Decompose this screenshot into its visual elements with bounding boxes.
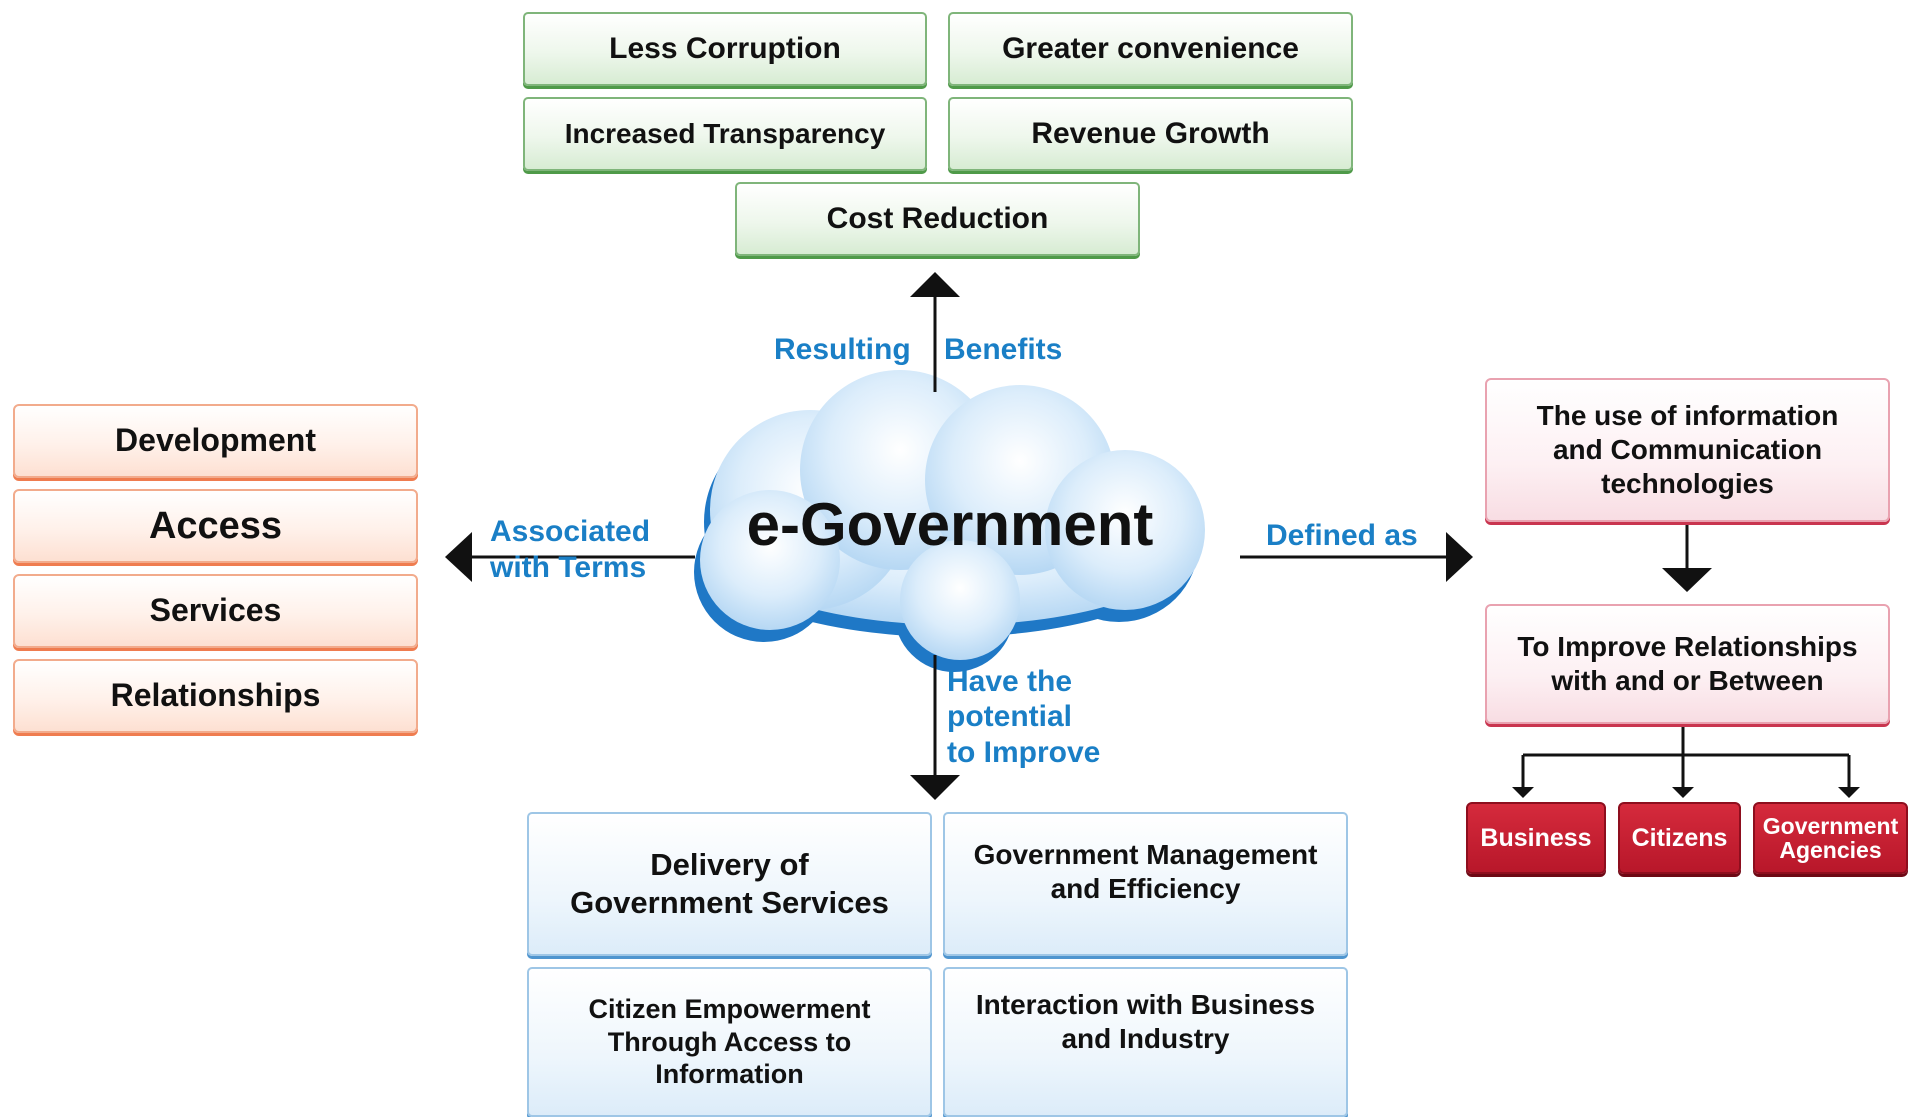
center-title: e-Government bbox=[746, 491, 1154, 558]
benefit-cost-reduction: Cost Reduction bbox=[735, 182, 1140, 256]
arrow-up-icon bbox=[910, 272, 960, 297]
benefit-revenue-growth: Revenue Growth bbox=[948, 97, 1353, 171]
improve-label: Have the potential to Improve bbox=[947, 665, 1101, 769]
improve-citizen-empowerment: Citizen Empowerment Through Access to In… bbox=[527, 967, 932, 1117]
arrow-right-icon bbox=[1446, 532, 1473, 582]
improve-business-interaction: Interaction with Business and Industry bbox=[943, 967, 1348, 1117]
definition-improve-box: To Improve Relationships with and or Bet… bbox=[1485, 604, 1890, 724]
benefit-increased-transparency: Increased Transparency bbox=[523, 97, 927, 171]
term-access: Access bbox=[13, 489, 418, 563]
arrow-citizens-icon bbox=[1672, 787, 1694, 798]
improve-management-efficiency: Government Management and Efficiency bbox=[943, 812, 1348, 956]
arrow-business-icon bbox=[1512, 787, 1534, 798]
term-services: Services bbox=[13, 574, 418, 648]
arrow-agencies-icon bbox=[1838, 787, 1860, 798]
term-relationships: Relationships bbox=[13, 659, 418, 733]
terms-label: Associated with Terms bbox=[490, 515, 651, 584]
arrow-left-icon bbox=[445, 532, 472, 582]
benefits-label-right: Benefits bbox=[944, 333, 1063, 366]
arrow-def-down-icon bbox=[1662, 568, 1712, 592]
definition-ict-box: The use of information and Communication… bbox=[1485, 378, 1890, 522]
target-government-agencies: Government Agencies bbox=[1753, 802, 1908, 874]
target-citizens: Citizens bbox=[1618, 802, 1741, 874]
cloud-icon bbox=[700, 370, 1205, 660]
arrowheads bbox=[445, 272, 1860, 800]
improve-delivery-of-services: Delivery of Government Services bbox=[527, 812, 932, 956]
term-development: Development bbox=[13, 404, 418, 478]
benefit-greater-convenience: Greater convenience bbox=[948, 12, 1353, 86]
benefit-less-corruption: Less Corruption bbox=[523, 12, 927, 86]
benefits-label-left: Resulting bbox=[774, 333, 911, 366]
definition-label: Defined as bbox=[1266, 519, 1418, 552]
arrow-down-icon bbox=[910, 775, 960, 800]
connectors bbox=[470, 295, 1851, 790]
target-business: Business bbox=[1466, 802, 1606, 874]
